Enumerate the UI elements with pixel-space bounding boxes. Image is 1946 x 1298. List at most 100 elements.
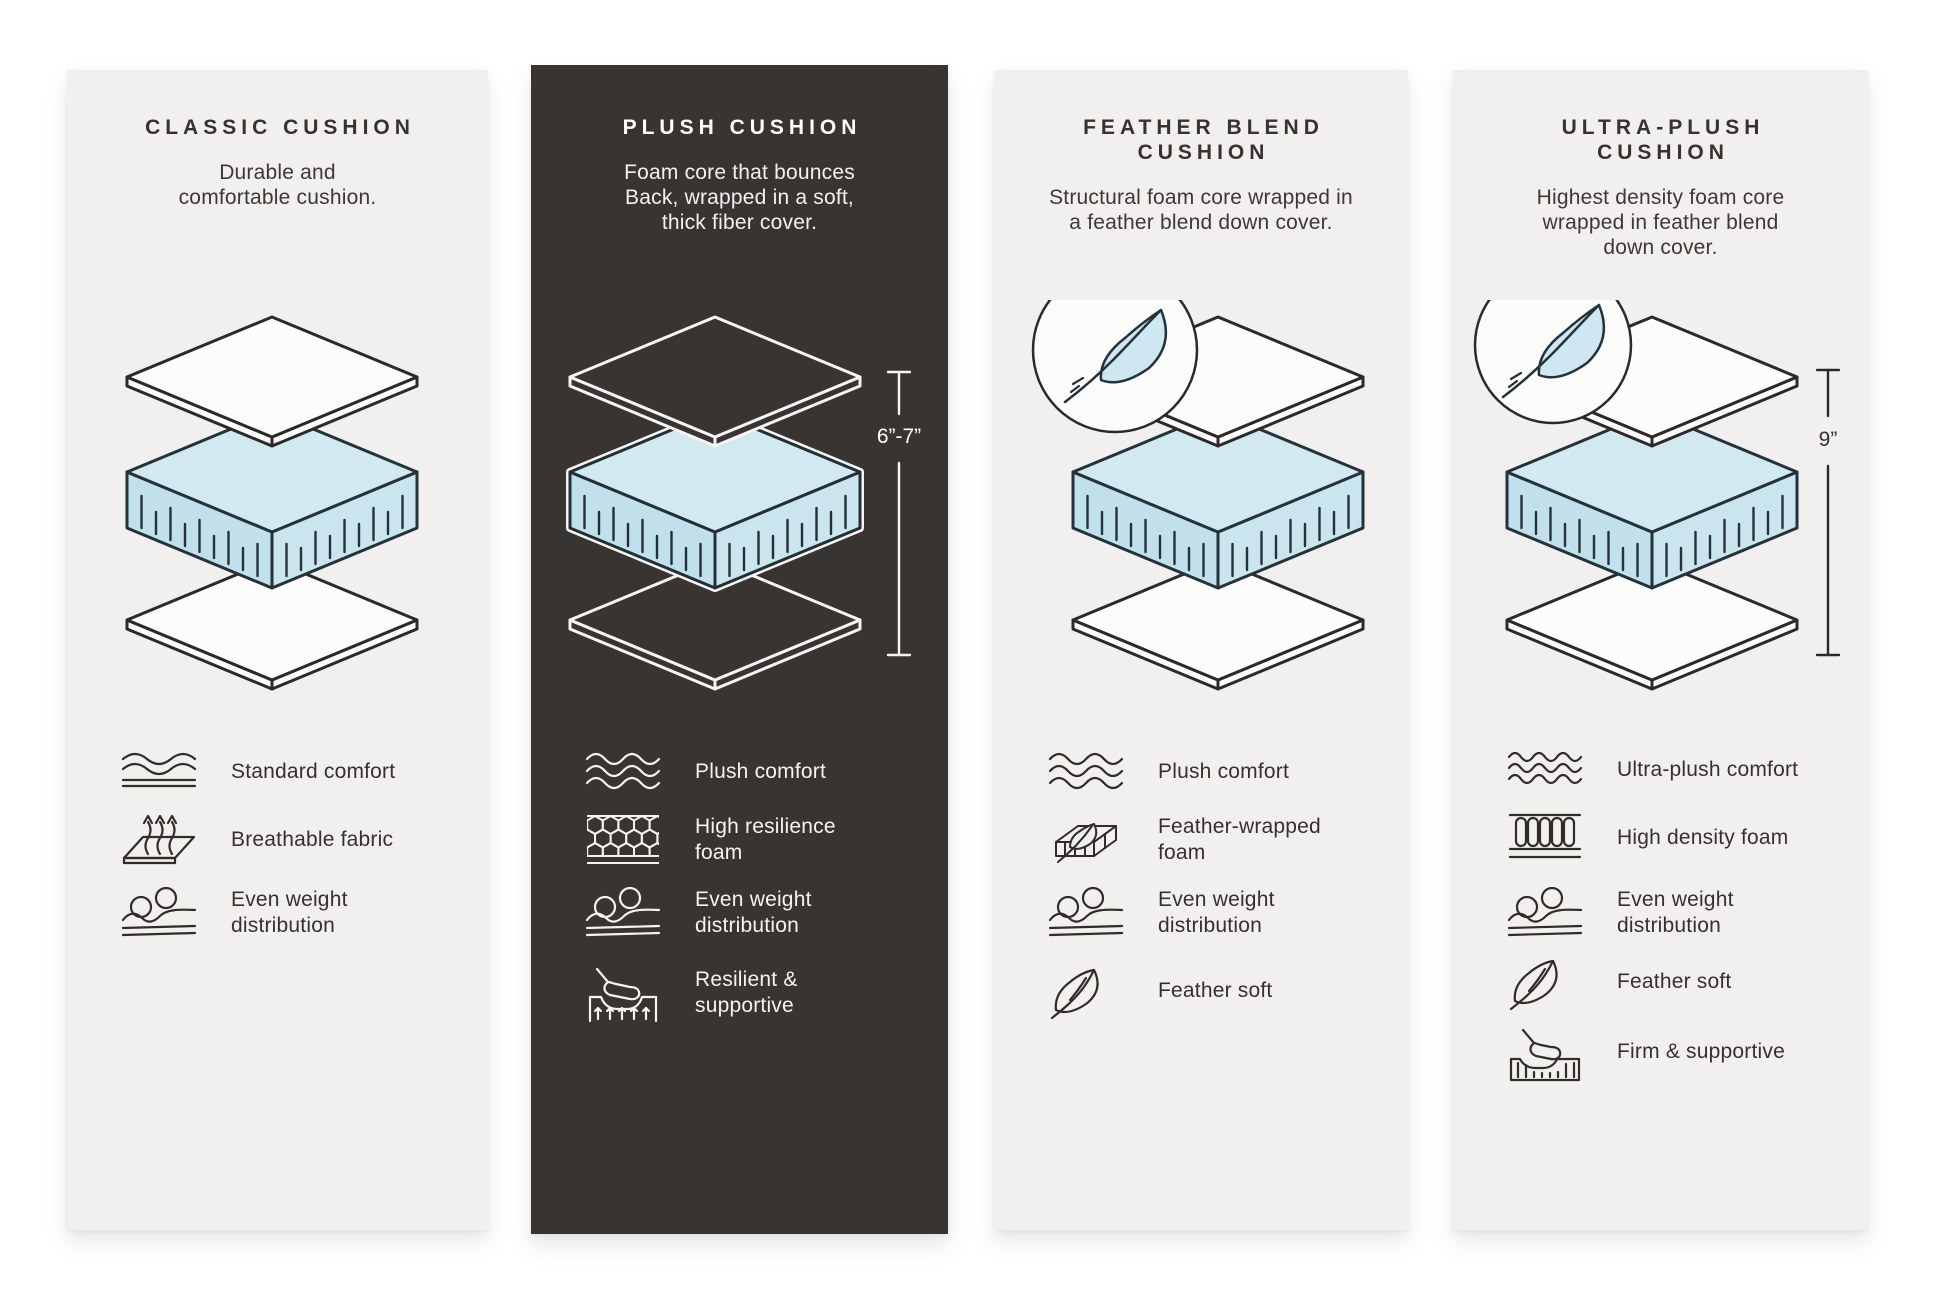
card-title-line: CLASSIC CUSHION — [145, 116, 415, 139]
card-description-line: Highest density foam core — [1536, 186, 1785, 209]
cushion-layers-illustration — [1473, 300, 1841, 691]
feature-row: Ultra-plush comfort — [1505, 730, 1860, 810]
feature-label-line: Standard comfort — [231, 760, 396, 783]
firm-support-icon — [1505, 1022, 1585, 1082]
feature-label: Resilient & supportive — [695, 967, 798, 1019]
feature-label-line: High resilience — [695, 815, 836, 838]
feature-label: Plush comfort — [695, 759, 826, 785]
feature-label: Feather soft — [1158, 978, 1272, 1004]
density-foam-icon — [1505, 811, 1585, 865]
breathable-fabric-icon — [119, 810, 199, 870]
feature-row: Plush comfort — [1046, 732, 1400, 812]
honeycomb-foam-icon — [583, 814, 663, 866]
waves-plush-icon — [1046, 752, 1126, 792]
feature-label-line: Breathable fabric — [231, 828, 394, 851]
feature-label-line: Resilient & — [695, 968, 798, 991]
feature-label-line: Even weight — [231, 888, 348, 911]
cushion-layers-illustration — [125, 315, 419, 691]
card-title-line: FEATHER BLEND — [1083, 116, 1324, 139]
feature-label: Even weight distribution — [1617, 887, 1734, 939]
card-description-line: comfortable cushion. — [178, 186, 377, 209]
feature-label-line: foam — [1158, 841, 1206, 864]
feature-row: Firm & supportive — [1505, 1012, 1860, 1092]
card-title-line: CUSHION — [1597, 141, 1729, 164]
card-description-line: down cover. — [1603, 236, 1718, 259]
feature-label: Even weight distribution — [1158, 887, 1275, 939]
feature-label: Firm & supportive — [1617, 1039, 1785, 1065]
feature-label-line: distribution — [1158, 914, 1262, 937]
feature-row: Breathable fabric — [119, 800, 480, 880]
card-description-line: wrapped in feather blend — [1542, 211, 1779, 234]
cushion-layers-illustration — [1031, 300, 1365, 691]
feature-label-line: foam — [695, 841, 743, 864]
even-weight-icon — [1046, 887, 1126, 939]
feature-label: Even weight distribution — [231, 887, 348, 939]
feature-row: Even weight distribution — [119, 873, 480, 953]
card-description-line: a feather blend down cover. — [1069, 211, 1333, 234]
card-description-line: Structural foam core wrapped in — [1049, 186, 1353, 209]
feature-label-line: distribution — [1617, 914, 1721, 937]
feature-row: Resilient & supportive — [583, 953, 940, 1033]
feature-label-line: Feather soft — [1617, 970, 1732, 993]
card-title: PLUSH CUSHION — [531, 115, 948, 140]
feather-foam-icon — [1046, 810, 1126, 870]
feature-label-line: Even weight — [695, 888, 812, 911]
card-description-line: Durable and — [219, 161, 336, 184]
feature-row: Even weight distribution — [1046, 873, 1400, 953]
feature-row: High resilience foam — [583, 800, 940, 880]
feature-label: Standard comfort — [231, 759, 395, 785]
even-weight-icon — [119, 887, 199, 939]
card-title-line: ULTRA-PLUSH — [1561, 116, 1765, 139]
feature-row: Plush comfort — [583, 732, 940, 812]
feature-row: Standard comfort — [119, 732, 480, 812]
feature-row: Even weight distribution — [583, 873, 940, 953]
card-description-line: Back, wrapped in a soft, — [625, 186, 854, 209]
feature-label-line: supportive — [695, 994, 794, 1017]
feature-label: Even weight distribution — [695, 887, 812, 939]
dimension-label: 6”-7” — [876, 425, 922, 448]
feature-row: Feather soft — [1505, 942, 1860, 1022]
feature-label-line: distribution — [231, 914, 335, 937]
feature-label-line: Plush comfort — [695, 760, 826, 783]
feature-label-line: distribution — [695, 914, 799, 937]
feature-row: High density foam — [1505, 798, 1860, 878]
feature-label: High density foam — [1617, 825, 1788, 851]
cushion-layers-illustration — [566, 315, 912, 691]
feature-label: Feather soft — [1617, 969, 1731, 995]
dimension-label: 9” — [1818, 428, 1838, 451]
card-title-line: CUSHION — [1137, 141, 1270, 164]
feature-label-line: Feather soft — [1158, 979, 1273, 1002]
feature-label: Breathable fabric — [231, 827, 393, 853]
card-description-line: thick fiber cover. — [661, 211, 818, 234]
feature-label-line: High density foam — [1617, 826, 1789, 849]
feature-label-line: Even weight — [1617, 888, 1734, 911]
feature-label: Plush comfort — [1158, 759, 1289, 785]
feature-row: Even weight distribution — [1505, 873, 1860, 953]
resilient-support-icon — [583, 963, 663, 1023]
card-description-line: Foam core that bounces — [624, 161, 855, 184]
waves-plush-icon — [583, 752, 663, 792]
feature-label: High resilience foam — [695, 814, 836, 866]
feature-label: Ultra-plush comfort — [1617, 757, 1798, 783]
feature-label-line: Firm & supportive — [1617, 1040, 1785, 1063]
feature-label-line: Even weight — [1158, 888, 1275, 911]
even-weight-icon — [1505, 887, 1585, 939]
feather-icon — [1505, 951, 1585, 1013]
feature-row: Feather soft — [1046, 951, 1400, 1031]
feature-label-line: Ultra-plush comfort — [1617, 758, 1799, 781]
feather-icon — [1046, 960, 1126, 1022]
card-title: CLASSIC CUSHION — [67, 115, 488, 140]
feature-label-line: Plush comfort — [1158, 760, 1289, 783]
